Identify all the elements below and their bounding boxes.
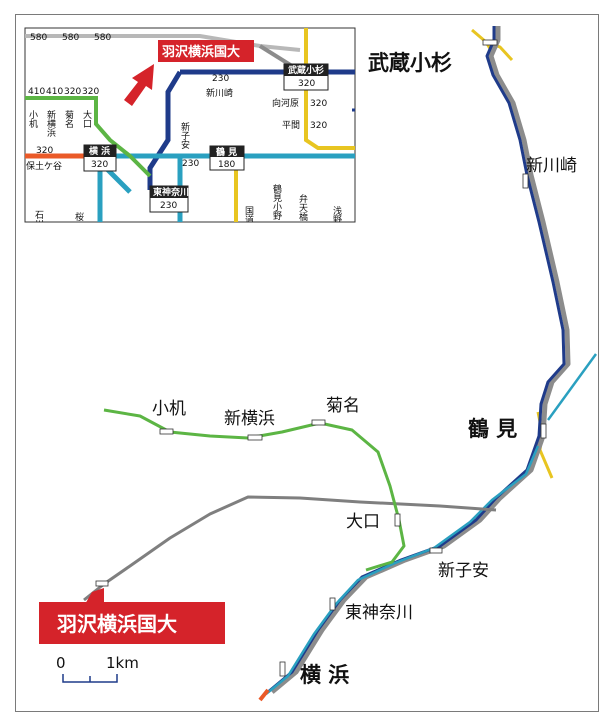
- inset-left-fare-2: 410: [46, 87, 63, 97]
- hazawa-callout-label: 羽沢横浜国大: [57, 612, 177, 636]
- marker-shinkoyasu: [429, 547, 443, 554]
- inset-left-station-2: 新横浜: [45, 109, 56, 138]
- station-yokohama: 横 浜: [300, 663, 349, 687]
- station-higashi-kanagawa: 東神奈川: [345, 603, 413, 623]
- inset-left-station-3: 菊名: [63, 110, 74, 129]
- station-kikuna: 菊名: [326, 396, 360, 416]
- trunk-blue: [265, 445, 540, 695]
- inset-left-fare-4: 320: [82, 87, 99, 97]
- inset-left-fare-3: 320: [64, 87, 81, 97]
- marker-shin-kawasaki: [522, 173, 529, 189]
- inset-tsurumi-name: 鶴 見: [216, 146, 237, 158]
- inset-yokohama-fare: 320: [91, 160, 108, 170]
- teal-line-right: [546, 353, 598, 421]
- inset-left-station-1: 小机: [27, 110, 38, 129]
- marker-musashi-kosugi: [482, 39, 498, 46]
- inset-hodogaya-fare: 320: [36, 146, 53, 156]
- inset-bottom-label-1: 石川: [33, 210, 44, 228]
- inset-kosugi-inbound-fare: 230: [212, 74, 229, 84]
- inset-mukaigawara-name: 向河原: [272, 97, 299, 109]
- inset-top-fare-2: 580: [62, 33, 79, 43]
- marker-kozukue: [159, 428, 174, 435]
- inset-tsurumi-fare: 180: [218, 160, 235, 170]
- inset-shin-kawasaki: 新川崎: [206, 87, 233, 99]
- main-lines: [83, 26, 598, 702]
- station-markers: [95, 39, 547, 677]
- orange-stub: [258, 688, 270, 702]
- marker-shin-yokohama: [247, 434, 263, 441]
- station-kozukue: 小机: [152, 399, 186, 419]
- inset-higashi-kanagawa-name: 東神奈川: [153, 186, 189, 198]
- inset-higashi-kanagawa-fare: 230: [160, 201, 177, 211]
- inset-hirama-fare: 320: [310, 121, 327, 131]
- marker-kikuna: [311, 419, 326, 426]
- inset-bottom-label-5: 弁天橋: [297, 193, 308, 222]
- inset-arrow: [124, 64, 154, 106]
- hazawa-callout: 羽沢横浜国大: [39, 588, 225, 644]
- inset-left-fare-1: 410: [28, 87, 45, 97]
- marker-tsurumi: [540, 423, 547, 439]
- inset-kosugi-fare: 320: [298, 79, 315, 89]
- inset-bottom-label-4: 鶴見小野: [271, 183, 282, 220]
- hazawa-line: [83, 495, 497, 602]
- inset-callout-label: 羽沢横浜国大: [162, 44, 240, 60]
- inset-hirama-name: 平間: [282, 120, 300, 131]
- scale-zero: 0: [56, 654, 66, 672]
- station-shin-kawasaki: 新川崎: [526, 156, 577, 176]
- station-musashi-kosugi: 武蔵小杉: [368, 51, 452, 75]
- inset-left-station-4: 大口: [81, 109, 92, 128]
- scale-bar: 0 1km: [56, 654, 139, 683]
- inset-shinkoyasu-fare: 230: [182, 159, 199, 169]
- inset-kosugi-name: 武蔵小杉: [288, 64, 324, 76]
- marker-higashi-kanagawa: [329, 597, 336, 611]
- station-tsurumi: 鶴 見: [468, 417, 517, 441]
- inset-map: 580 580 580 410 410 320 320 小机 新横浜 菊名 大口…: [24, 27, 356, 228]
- inset-bottom-label-6: 浅野: [331, 205, 342, 224]
- inset-top-fare-3: 580: [94, 33, 111, 43]
- inset-hodogaya-name: 保土ケ谷: [26, 160, 62, 172]
- inset-shinkoyasu-name: 新子安: [179, 121, 190, 150]
- station-shinkoyasu: 新子安: [438, 561, 489, 581]
- trunk-gray: [270, 26, 571, 694]
- inset-bottom-label-3: 国道: [243, 206, 254, 225]
- inset-mukaigawara-fare: 320: [310, 99, 327, 109]
- inset-top-fare-1: 580: [30, 33, 47, 43]
- marker-oguchi: [394, 513, 401, 527]
- yokohama-line: [103, 408, 406, 572]
- scale-one-km: 1km: [106, 654, 139, 672]
- inset-bottom-label-2: 桜: [73, 211, 84, 222]
- inset-yokohama-name: 横 浜: [89, 145, 110, 157]
- marker-hazawa: [95, 580, 109, 587]
- station-oguchi: 大口: [346, 512, 380, 532]
- station-shin-yokohama: 新横浜: [224, 409, 275, 429]
- marker-yokohama: [279, 661, 286, 677]
